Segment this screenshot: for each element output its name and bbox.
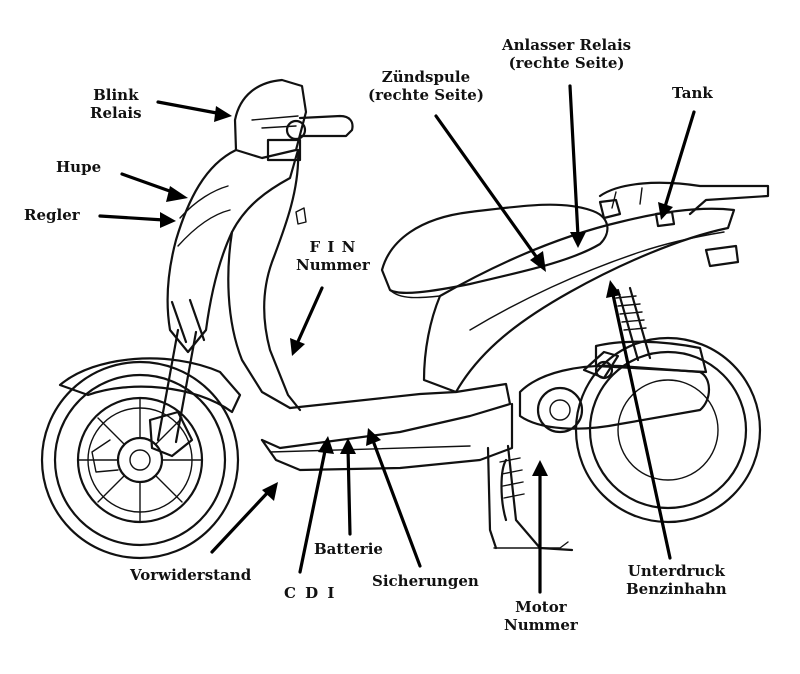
floorboard [260,382,512,450]
label-sicherungen: Sicherungen [372,572,479,590]
side-panel [422,207,736,394]
rear-rack [598,181,770,216]
label-hupe: Hupe [56,158,102,176]
label-fin-nummer: F I N Nummer [296,238,370,274]
rear-shock [616,286,652,362]
label-motor-nummer: Motor Nummer [504,598,578,634]
rear-wheel [574,336,762,524]
label-unterdruck-benzinhahn: Unterdruck Benzinhahn [626,562,727,598]
label-zuendspule: Zündspule (rechte Seite) [368,68,484,104]
handlebar-cover [233,78,308,160]
label-regler: Regler [24,206,80,224]
seat [380,203,609,294]
label-cdi: C D I [284,584,337,602]
engine-case [518,364,711,430]
label-tank: Tank [672,84,713,102]
lower-body [260,402,514,472]
label-blink-relais: Blink Relais [90,86,142,122]
label-vorwiderstand: Vorwiderstand [130,566,252,584]
label-batterie: Batterie [314,540,383,558]
front-fork [156,298,206,444]
center-stand [486,444,574,552]
label-anlasser-relais: Anlasser Relais (rechte Seite) [502,36,632,72]
handle-grip [298,114,354,138]
front-wheel [40,360,240,560]
callout-arrows [98,84,696,594]
leg-shield [166,148,300,354]
front-fender [58,357,242,414]
